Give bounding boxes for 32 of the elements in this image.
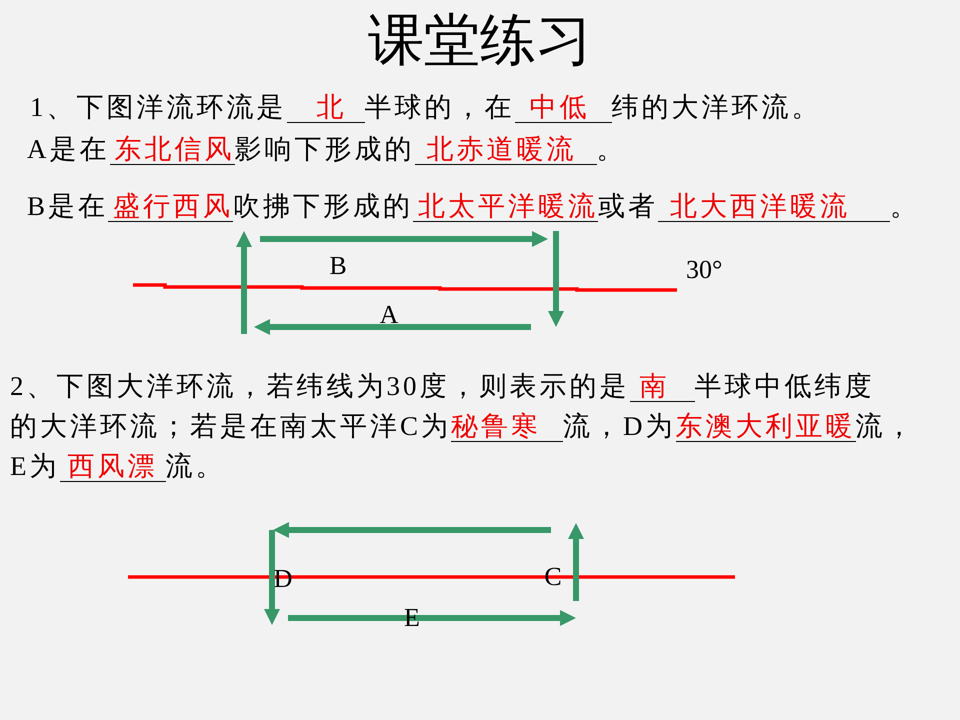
current-label: A [380, 300, 398, 330]
fill-in-line: 西风漂 [60, 451, 166, 482]
question-text: 影响下形成的 [234, 133, 414, 165]
question-text: 流，D为 [563, 410, 676, 442]
fill-in-line: 北赤道暖流 [414, 134, 596, 165]
question-text: 。 [596, 133, 626, 165]
question-text: 。 [890, 190, 920, 222]
fill-in-line: 中低 [514, 92, 612, 123]
fill-in-line: 东澳大利亚暖 [676, 411, 856, 442]
title: 课堂练习 [368, 9, 592, 74]
fill-in-line: 秘鲁寒 [451, 411, 564, 442]
question-text: 或者 [598, 190, 658, 222]
question-text: 1、下图洋流环流是 [30, 91, 286, 123]
fill-in-line: 东北信风 [110, 134, 234, 165]
fill-in-line: 盛行西风 [108, 191, 234, 222]
fill-in-line: 南 [630, 371, 694, 402]
fill-in-line: 北太平洋暖流 [413, 191, 598, 222]
question-text: E为 [10, 450, 60, 482]
fill-in-line: 北大西洋暖流 [658, 191, 890, 222]
question-text: 流。 [166, 450, 226, 482]
question-text: 半球中低纬度 [694, 370, 874, 402]
question-text: 流， [856, 410, 916, 442]
question-text: 纬的大洋环流。 [612, 91, 822, 123]
fill-in-line: 北 [286, 92, 364, 123]
question-text: B是在 [27, 190, 108, 222]
question-text: A是在 [27, 133, 110, 165]
question-text: 2、下图大洋环流，若纬线为30度，则表示的是 [10, 370, 630, 402]
question-text: 的大洋环流；若是在南太平洋C为 [10, 410, 452, 442]
current-label: B [329, 251, 347, 281]
question-text: 吹拂下形成的 [233, 190, 414, 222]
latitude-label: 30° [686, 255, 722, 285]
question-text: 半球的，在 [364, 91, 514, 123]
